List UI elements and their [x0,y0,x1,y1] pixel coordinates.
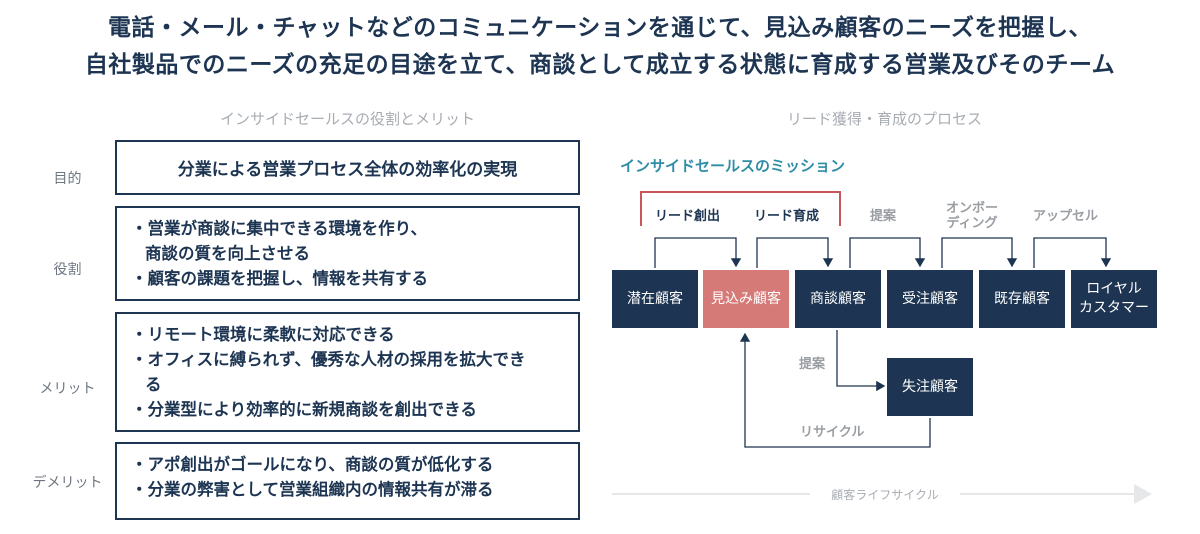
label-onboarding: オンボー ディング [946,201,999,231]
node-potential-customer: 潜在顧客 [612,270,698,328]
demerit-item-1: ・アポ創出がゴールになり、商談の質が低化する [131,455,494,474]
headline-line-2: 自社製品でのニーズの充足の目途を立て、商談として成立する状態に育成する営業及びそ… [84,52,1116,78]
label-lead-nurture: リード育成 [754,209,820,224]
arrow-proposal-top [849,237,926,268]
label-lead-creation: リード創出 [655,209,721,224]
arrow-lead-creation [654,237,742,268]
row-label-merit: メリット [39,381,96,397]
row-label-demerit: デメリット [32,475,103,491]
role-box: ・営業が商談に集中できる環境を作り、商談の質を向上させる ・顧客の課題を把握し、… [115,206,580,301]
role-item-2: ・顧客の課題を把握し、情報を共有する [131,269,428,288]
mission-title: インサイドセールスのミッション [620,157,846,175]
purpose-box: 分業による営業プロセス全体の効率化の実現 [115,140,580,195]
node-existing-customer: 既存顧客 [979,270,1065,328]
purpose-text: 分業による営業プロセス全体の効率化の実現 [177,160,518,180]
left-section-title: インサイドセールスの役割とメリット [219,110,475,128]
arrow-recycle [739,332,931,448]
row-label-purpose: 目的 [53,171,82,187]
arrow-lead-nurture [756,237,834,268]
node-loyal-customer: ロイヤル カスタマー [1071,270,1157,328]
node-deal-customer: 商談顧客 [795,270,881,328]
merit-item-2: ・オフィスに縛られず、優秀な人材の採用を拡大できる [131,350,526,394]
node-lost-customer: 失注顧客 [887,358,973,416]
node-prospect: 見込み顧客 [703,270,789,328]
right-section-title: リード獲得・育成のプロセス [786,110,982,128]
lifecycle-label: 顧客ライフサイクル [810,486,960,503]
mission-bracket [640,191,841,226]
label-proposal-down: 提案 [799,357,826,372]
arrow-upsell [1033,237,1112,268]
demerit-box: ・アポ創出がゴールになり、商談の質が低化する ・分業の弊害として営業組織内の情報… [115,442,580,520]
demerit-item-2: ・分業の弊害として営業組織内の情報共有が滞る [131,480,494,499]
merit-item-3: ・分業型により効率的に新規商談を創出できる [131,400,477,419]
label-recycle: リサイクル [800,425,865,440]
arrow-onboarding [941,237,1018,268]
role-item-1: ・営業が商談に集中できる環境を作り、商談の質を向上させる [131,219,428,263]
merit-item-1: ・リモート環境に柔軟に対応できる [131,325,395,344]
label-proposal-top: 提案 [870,209,897,224]
merit-box: ・リモート環境に柔軟に対応できる ・オフィスに縛られず、優秀な人材の採用を拡大で… [115,312,580,432]
node-won-customer: 受注顧客 [887,270,973,328]
label-upsell: アップセル [1033,209,1099,224]
headline-line-1: 電話・メール・チャットなどのコミュニケーションを通じて、見込み顧客のニーズを把握… [107,15,1092,41]
row-label-role: 役割 [53,262,82,278]
arrow-proposal-down [836,330,886,392]
